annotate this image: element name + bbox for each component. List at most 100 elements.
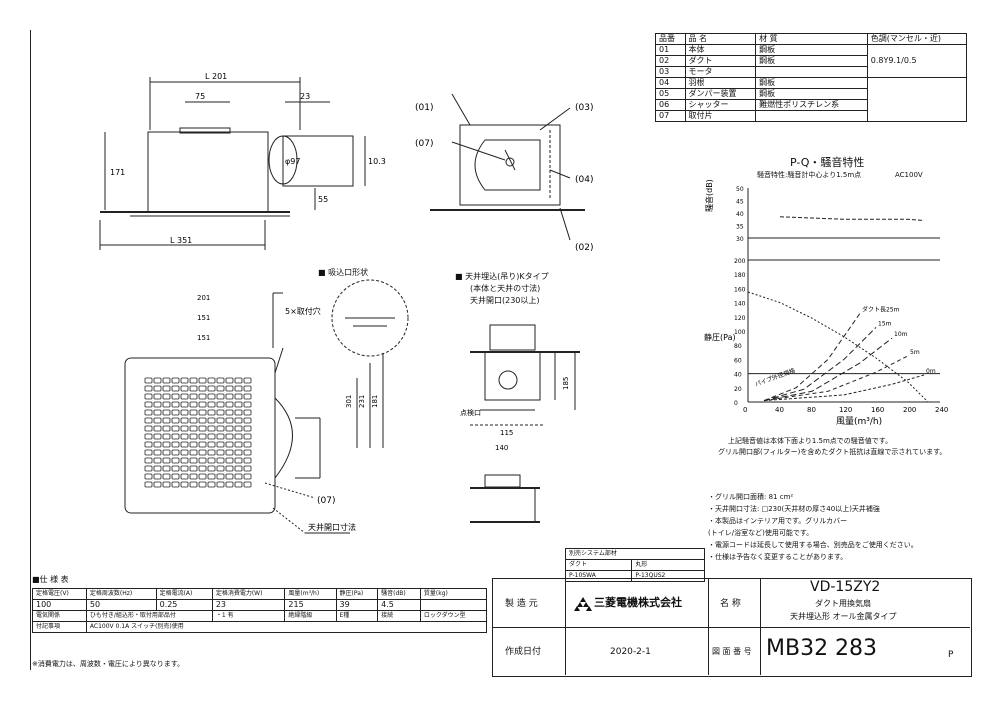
grille-slot [198, 385, 207, 392]
grille-slot [189, 457, 198, 464]
grille-slot [243, 433, 252, 440]
grille-slot [216, 465, 225, 472]
grille-slot [144, 457, 153, 464]
grille-slot [243, 393, 252, 400]
grille-slot [234, 441, 243, 448]
grille-slot [216, 457, 225, 464]
chart-subtitle-right: AC100V [895, 171, 923, 179]
grille-slot [153, 449, 162, 456]
dim-bottom-width: L 351 [170, 236, 192, 245]
grille-slot [243, 481, 252, 488]
grille-slot [162, 377, 171, 384]
note-line: (トイレ/浴室など)使用可能です。 [708, 529, 814, 537]
grille-slot [162, 449, 171, 456]
grille-slot [198, 441, 207, 448]
spec-cell: 電気関係 [32, 610, 87, 622]
grille-slot [225, 473, 234, 480]
grille-slot [180, 473, 189, 480]
grille-slot [153, 425, 162, 432]
spec-header: 騒音(dB) [377, 588, 421, 600]
parts-cell: ダンパー装置 [684, 88, 757, 100]
ceiling-dim-231: 231 [358, 395, 366, 408]
noise-tick-label: 50 [736, 186, 744, 193]
pressure-tick-label: 100 [734, 329, 746, 336]
grille-slot [171, 473, 180, 480]
grille-slot [171, 377, 180, 384]
grille-slot [180, 409, 189, 416]
noise-tick-label: 45 [736, 199, 744, 206]
parts-header: 色調(マンセル・近) [866, 33, 968, 45]
grille-slot [162, 481, 171, 488]
grille-slot [171, 449, 180, 456]
grille-slot [144, 409, 153, 416]
grille-slot [180, 481, 189, 488]
parts-header: 品 名 [684, 33, 757, 45]
grille-slot [144, 401, 153, 408]
spec-cell: 絶縁階級 [284, 610, 337, 622]
chart-note-2: グリル開口部(フィルター)を含めたダクト抵抗は直線で示されています。 [718, 448, 947, 456]
grille-slot [171, 409, 180, 416]
spec-cell: AC100V 0.1A スイッチ(別売)使用 [85, 621, 488, 633]
grille-slot [180, 417, 189, 424]
grille-slot [153, 417, 162, 424]
parts-cell: 羽根 [684, 77, 757, 89]
grille-slot [198, 433, 207, 440]
parts-cell: 03 [655, 66, 686, 78]
grille-slot [207, 473, 216, 480]
duct-curve-label: 0m [926, 368, 936, 375]
grille-slot [234, 393, 243, 400]
grille-slot [198, 457, 207, 464]
parts-cell: 0.8Y9.1/0.5 [866, 44, 968, 78]
dim-duct-depth: 10.3 [368, 157, 386, 166]
parts-cell: ダクト [684, 55, 757, 67]
parts-cell: シャッター [684, 99, 757, 111]
option-cell: P-13QUS2 [631, 570, 705, 582]
x-tick-label: 120 [839, 406, 852, 414]
grille-slot [144, 393, 153, 400]
grille-slot [243, 465, 252, 472]
grille-slot [216, 425, 225, 432]
grille-slot [198, 473, 207, 480]
note-line: ・天井開口寸法: □230(天井材の厚さ40以上)天井補強 [708, 505, 880, 513]
grille-slot [225, 465, 234, 472]
grille-slot [180, 393, 189, 400]
grille-slot [189, 481, 198, 488]
tag-04: (04) [575, 175, 593, 185]
note-line: ・仕様は予告なく変更することがあります。 [708, 553, 848, 561]
grille-slot [153, 409, 162, 416]
grille-slot [243, 441, 252, 448]
grille-slot [234, 409, 243, 416]
parts-cell [866, 77, 968, 122]
grille-slot [144, 425, 153, 432]
dim-side-gap: 55 [318, 195, 328, 204]
spec-cell: 付記事項 [32, 621, 87, 633]
grille-slot [225, 433, 234, 440]
grille-slot [162, 473, 171, 480]
grille-slot [243, 401, 252, 408]
grille-slot [198, 481, 207, 488]
x-axis-label: 風量(m³/h) [836, 416, 882, 427]
grille-slot [234, 385, 243, 392]
grille-slot [234, 457, 243, 464]
model-desc-1: ダクト用換気扇 [815, 599, 871, 608]
grille-slot [207, 457, 216, 464]
grille-slot [153, 433, 162, 440]
spec-cell: 50 [85, 599, 157, 611]
parts-cell: 01 [655, 44, 686, 56]
spec-cell: 接続 [377, 610, 421, 622]
install-dim-185: 185 [562, 377, 570, 390]
grille-slot [162, 433, 171, 440]
grille-slot [216, 401, 225, 408]
spec-cell: ・1 有 [211, 610, 286, 622]
ceiling-dim-a: 201 [197, 294, 210, 302]
grille-slot [225, 393, 234, 400]
chart-title: P-Q・騒音特性 [790, 156, 865, 169]
parts-cell: 鋼板 [755, 77, 868, 89]
grille-slot [180, 425, 189, 432]
parts-cell: 鋼板 [755, 88, 868, 100]
duct-resistance-curve [763, 327, 877, 402]
grille-slot [144, 465, 153, 472]
spec-cell: 100 [32, 599, 87, 611]
grille-slot [171, 401, 180, 408]
grille-slot [180, 401, 189, 408]
